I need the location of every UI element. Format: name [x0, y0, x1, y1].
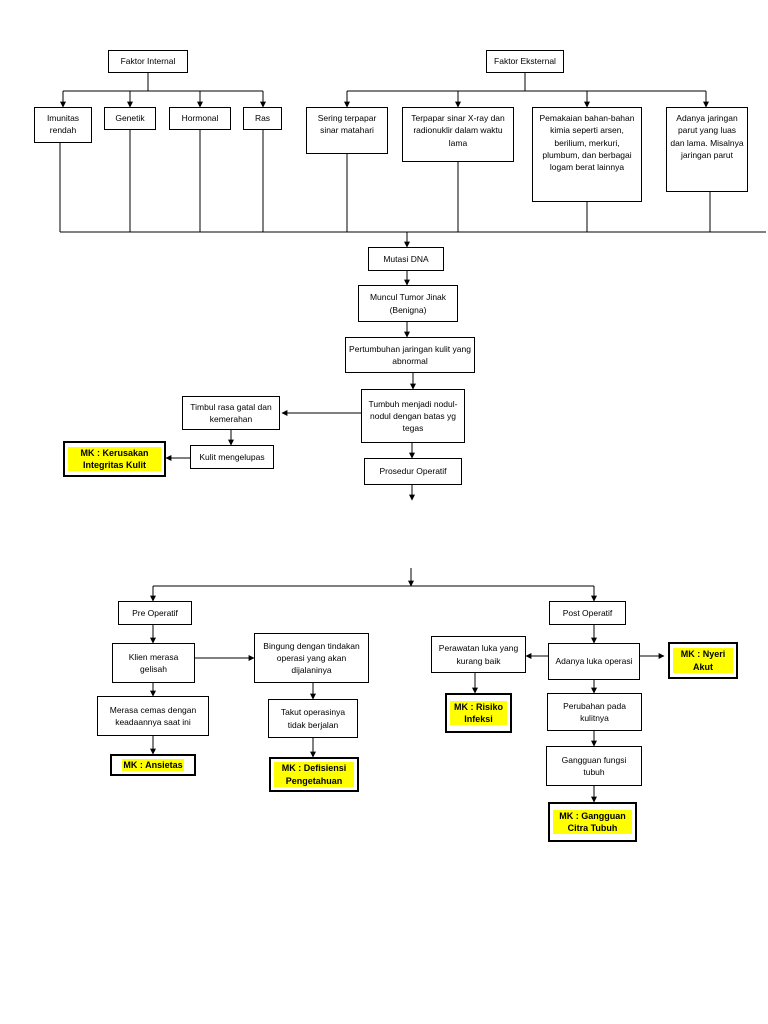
- node-mk-ansietas: MK : Ansietas: [110, 754, 196, 776]
- node-pemakaian-bahan: Pemakaian bahan-bahan kimia seperti arse…: [532, 107, 642, 202]
- node-label: Adanya luka operasi: [555, 656, 633, 667]
- node-label: Ras: [254, 113, 271, 123]
- diagnosis-label: MK : Gangguan Citra Tubuh: [553, 809, 632, 835]
- node-adanya-luka: Adanya luka operasi: [548, 643, 640, 680]
- node-label: Gangguan fungsi tubuh: [561, 754, 627, 777]
- diagnosis-label: MK : Ansietas: [122, 758, 184, 772]
- node-perawatan-luka: Perawatan luka yang kurang baik: [431, 636, 526, 673]
- node-klien-gelisah: Klien merasa gelisah: [112, 643, 195, 683]
- node-tumbuh-nodul: Tumbuh menjadi nodul-nodul dengan batas …: [361, 389, 465, 443]
- node-mk-risiko-infeksi: MK : Risiko Infeksi: [445, 693, 512, 733]
- diagnosis-label: MK : Kerusakan Integritas Kulit: [68, 446, 161, 472]
- node-genetik: Genetik: [104, 107, 156, 130]
- node-merasa-cemas: Merasa cemas dengan keadaannya saat ini: [97, 696, 209, 736]
- node-bingung: Bingung dengan tindakan operasi yang aka…: [254, 633, 369, 683]
- node-takut-operasi: Takut operasinya tidak berjalan: [268, 699, 358, 738]
- node-label: Post Operatif: [562, 607, 613, 618]
- node-label: Sering terpapar sinar matahari: [317, 113, 377, 136]
- node-kulit-mengelupas: Kulit mengelupas: [190, 445, 274, 469]
- node-label: Pre Operatif: [132, 607, 178, 618]
- node-label: Adanya jaringan parut yang luas dan lama…: [670, 113, 744, 160]
- node-prosedur-operatif: Prosedur Operatif: [364, 458, 462, 485]
- node-label: Bingung dengan tindakan operasi yang aka…: [263, 640, 360, 676]
- node-label: Muncul Tumor Jinak (Benigna): [369, 292, 447, 315]
- node-label: Mutasi DNA: [383, 253, 429, 264]
- node-timbul-gatal: Timbul rasa gatal dan kemerahan: [182, 396, 280, 430]
- node-label: Pemakaian bahan-bahan kimia seperti arse…: [539, 113, 635, 173]
- node-label: Genetik: [115, 113, 145, 123]
- node-label: Takut operasinya tidak berjalan: [280, 707, 346, 730]
- node-jaringan-parut: Adanya jaringan parut yang luas dan lama…: [666, 107, 748, 192]
- node-label: Klien merasa gelisah: [128, 651, 179, 674]
- diagnosis-label: MK : Risiko Infeksi: [450, 700, 507, 726]
- node-pertumbuhan-jaringan: Pertumbuhan jaringan kulit yang abnormal: [345, 337, 475, 373]
- node-label: Hormonal: [181, 113, 219, 123]
- node-faktor-eksternal: Faktor Eksternal: [486, 50, 564, 73]
- node-perubahan-kulit: Perubahan pada kulitnya: [547, 693, 642, 731]
- node-label: Perawatan luka yang kurang baik: [438, 643, 519, 666]
- node-hormonal: Hormonal: [169, 107, 231, 130]
- node-mk-defisiensi-pengetahuan: MK : Defisiensi Pengetahuan: [269, 757, 359, 792]
- node-label: Tumbuh menjadi nodul-nodul dengan batas …: [368, 398, 458, 434]
- node-mk-kerusakan-integritas-kulit: MK : Kerusakan Integritas Kulit: [63, 441, 166, 477]
- node-post-operatif: Post Operatif: [549, 601, 626, 625]
- node-label: Pertumbuhan jaringan kulit yang abnormal: [349, 343, 471, 366]
- node-terpapar-sinar-xray: Terpapar sinar X-ray dan radionuklir dal…: [402, 107, 514, 162]
- node-label: Terpapar sinar X-ray dan radionuklir dal…: [411, 113, 505, 148]
- node-label: Prosedur Operatif: [379, 466, 447, 477]
- node-pre-operatif: Pre Operatif: [118, 601, 192, 625]
- node-sering-terpapar: Sering terpapar sinar matahari: [306, 107, 388, 154]
- diagnosis-label: MK : Defisiensi Pengetahuan: [274, 762, 354, 787]
- node-tumor-jinak: Muncul Tumor Jinak (Benigna): [358, 285, 458, 322]
- diagnosis-label: MK : Nyeri Akut: [673, 648, 733, 673]
- node-label: Faktor Eksternal: [494, 56, 556, 67]
- node-gangguan-fungsi: Gangguan fungsi tubuh: [546, 746, 642, 786]
- node-label: Perubahan pada kulitnya: [563, 700, 626, 723]
- node-label: Imunitas rendah: [46, 113, 80, 136]
- node-ras: Ras: [243, 107, 282, 130]
- node-label: Kulit mengelupas: [199, 451, 265, 462]
- node-faktor-internal: Faktor Internal: [108, 50, 188, 73]
- node-label: Merasa cemas dengan keadaannya saat ini: [109, 704, 197, 727]
- node-mutasi-dna: Mutasi DNA: [368, 247, 444, 271]
- node-mk-gangguan-citra-tubuh: MK : Gangguan Citra Tubuh: [548, 802, 637, 842]
- node-imunitas-rendah: Imunitas rendah: [34, 107, 92, 143]
- node-label: Faktor Internal: [120, 56, 176, 67]
- node-label: Timbul rasa gatal dan kemerahan: [190, 401, 272, 424]
- node-mk-nyeri-akut: MK : Nyeri Akut: [668, 642, 738, 679]
